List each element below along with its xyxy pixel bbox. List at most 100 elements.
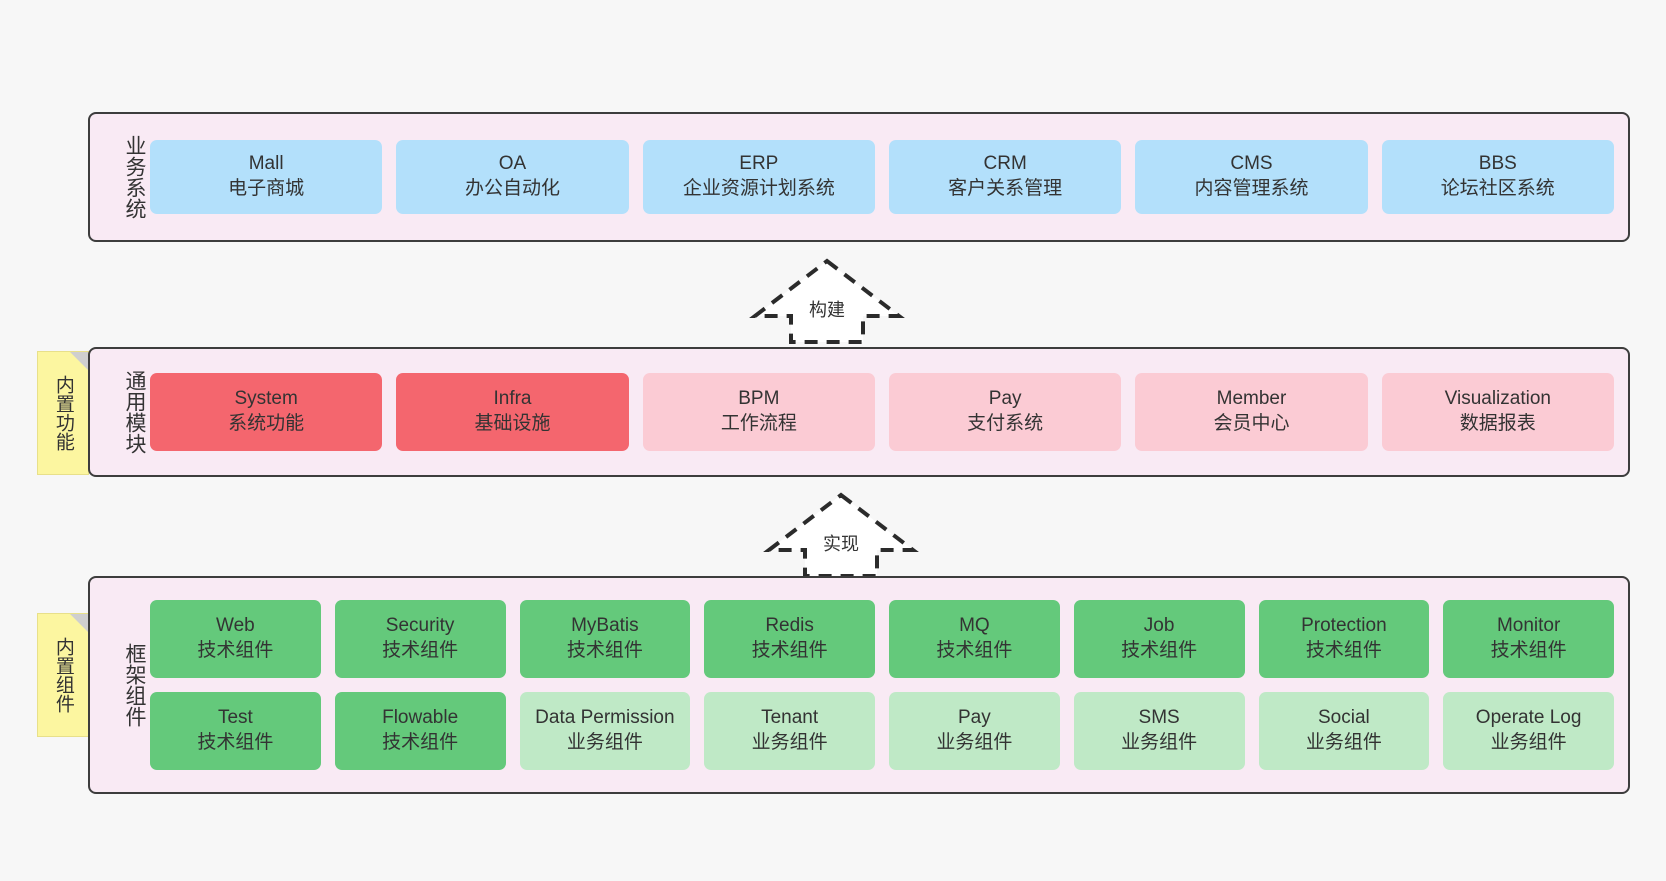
card-operate-log-cn: 业务组件 [1490,732,1567,753]
card-job[interactable]: Job 技术组件 [1073,600,1245,678]
card-tenant[interactable]: Tenant 业务组件 [704,692,875,770]
card-job-cn: 技术组件 [1121,640,1198,661]
card-member-en: Member [1216,388,1287,410]
card-data-permission[interactable]: Data Permission 业务组件 [519,692,691,770]
card-pay-component[interactable]: Pay 业务组件 [889,692,1060,770]
note-builtin-component-label: 内置组件 [52,637,74,713]
card-infra[interactable]: Infra 基础设施 [396,373,629,451]
card-monitor[interactable]: Monitor 技术组件 [1443,600,1614,678]
layer-body-framework: Web 技术组件 Security 技术组件 MyBatis 技术组件 Redi… [146,578,1628,792]
card-flowable-cn: 技术组件 [382,732,459,753]
card-bpm[interactable]: BPM 工作流程 [642,373,875,451]
card-mq[interactable]: MQ 技术组件 [889,600,1060,678]
card-cms-cn: 内容管理系统 [1194,178,1309,199]
card-protection[interactable]: Protection 技术组件 [1258,600,1430,678]
card-security-cn: 技术组件 [382,640,459,661]
card-redis-en: Redis [765,615,814,637]
card-test[interactable]: Test 技术组件 [150,692,321,770]
card-infra-en: Infra [493,388,532,410]
business-row-1: Mall 电子商城 OA 办公自动化 ERP 企业资源计划系统 CRM 客户关系… [150,140,1614,214]
card-cms[interactable]: CMS 内容管理系统 [1135,140,1368,214]
card-erp[interactable]: ERP 企业资源计划系统 [642,140,875,214]
card-crm[interactable]: CRM 客户关系管理 [888,140,1122,214]
arrow-build-label: 构建 [809,300,845,320]
card-protection-en: Protection [1301,615,1387,637]
note-builtin-function-label: 内置功能 [52,375,74,451]
card-protection-cn: 技术组件 [1305,640,1382,661]
card-bbs-cn: 论坛社区系统 [1440,178,1555,199]
card-erp-en: ERP [739,153,779,175]
arrow-implement: 实现 [763,492,919,578]
card-security[interactable]: Security 技术组件 [334,600,506,678]
card-redis-cn: 技术组件 [751,640,828,661]
card-mall-en: Mall [248,153,284,175]
layer-title-common: 通用模块 [123,370,146,454]
card-visualization-en: Visualization [1444,388,1551,410]
card-crm-cn: 客户关系管理 [948,178,1063,199]
card-pay-module-en: Pay [988,388,1022,410]
layer-framework-components: 框架组件 Web 技术组件 Security 技术组件 MyBatis 技术组件… [88,576,1630,794]
card-monitor-cn: 技术组件 [1490,640,1567,661]
card-security-en: Security [385,615,455,637]
card-mybatis-en: MyBatis [571,615,639,637]
framework-row-1: Web 技术组件 Security 技术组件 MyBatis 技术组件 Redi… [150,600,1614,678]
layer-title-business: 业务系统 [123,135,146,219]
card-sms[interactable]: SMS 业务组件 [1073,692,1245,770]
card-social-en: Social [1318,707,1370,729]
card-crm-en: CRM [983,153,1027,175]
card-tenant-cn: 业务组件 [751,732,828,753]
card-mybatis-cn: 技术组件 [566,640,643,661]
card-oa-en: OA [498,153,527,175]
card-sms-en: SMS [1138,707,1180,729]
card-pay-module-cn: 支付系统 [967,413,1044,434]
layer-body-common: System 系统功能 Infra 基础设施 BPM 工作流程 Pay 支付系统… [146,349,1628,475]
card-operate-log-en: Operate Log [1475,707,1582,729]
card-bbs[interactable]: BBS 论坛社区系统 [1381,140,1614,214]
note-builtin-function: 内置功能 [37,351,89,475]
card-visualization-cn: 数据报表 [1459,413,1536,434]
card-oa-cn: 办公自动化 [464,178,560,199]
card-mall[interactable]: Mall 电子商城 [150,140,383,214]
card-pay-module[interactable]: Pay 支付系统 [888,373,1122,451]
card-social-cn: 业务组件 [1305,732,1382,753]
card-mybatis[interactable]: MyBatis 技术组件 [519,600,691,678]
arrow-build: 构建 [749,258,905,344]
card-operate-log[interactable]: Operate Log 业务组件 [1443,692,1614,770]
card-mq-en: MQ [959,615,990,637]
arrow-implement-label: 实现 [823,534,859,554]
card-web[interactable]: Web 技术组件 [150,600,321,678]
framework-row-2: Test 技术组件 Flowable 技术组件 Data Permission … [150,692,1614,770]
layer-common-modules: 通用模块 System 系统功能 Infra 基础设施 BPM 工作流程 Pay… [88,347,1630,477]
note-builtin-component: 内置组件 [37,613,89,737]
card-oa[interactable]: OA 办公自动化 [396,140,629,214]
card-member[interactable]: Member 会员中心 [1135,373,1368,451]
card-visualization[interactable]: Visualization 数据报表 [1381,373,1614,451]
card-social[interactable]: Social 业务组件 [1258,692,1430,770]
card-flowable-en: Flowable [382,707,459,729]
card-monitor-en: Monitor [1496,615,1561,637]
card-cms-en: CMS [1230,153,1273,175]
common-row-1: System 系统功能 Infra 基础设施 BPM 工作流程 Pay 支付系统… [150,373,1614,451]
card-job-en: Job [1143,615,1175,637]
card-mall-cn: 电子商城 [228,178,305,199]
card-web-en: Web [216,615,255,637]
card-flowable[interactable]: Flowable 技术组件 [334,692,506,770]
card-member-cn: 会员中心 [1213,413,1290,434]
card-redis[interactable]: Redis 技术组件 [704,600,875,678]
card-mq-cn: 技术组件 [936,640,1013,661]
layer-title-framework: 框架组件 [123,643,146,727]
layer-body-business: Mall 电子商城 OA 办公自动化 ERP 企业资源计划系统 CRM 客户关系… [146,114,1628,240]
card-tenant-en: Tenant [761,707,819,729]
card-data-permission-en: Data Permission [535,707,675,729]
card-bpm-cn: 工作流程 [720,413,797,434]
card-test-en: Test [217,707,253,729]
card-pay-component-cn: 业务组件 [936,732,1013,753]
card-pay-component-en: Pay [958,707,991,729]
card-web-cn: 技术组件 [197,640,274,661]
card-system-cn: 系统功能 [228,413,305,434]
card-erp-cn: 企业资源计划系统 [682,178,835,199]
card-bbs-en: BBS [1478,153,1517,175]
card-test-cn: 技术组件 [197,732,274,753]
card-system[interactable]: System 系统功能 [150,373,383,451]
